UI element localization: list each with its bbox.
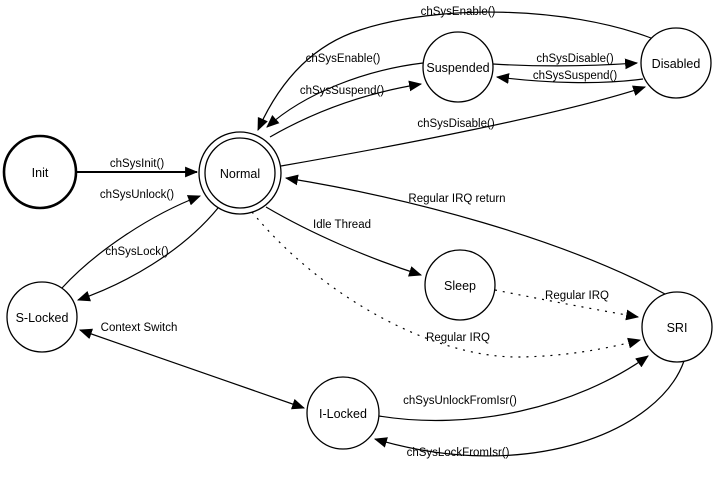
edge-label-chsyssuspend-right: chSysSuspend() (533, 70, 618, 82)
edge-label-chsysdisable-lower: chSysDisable() (417, 118, 494, 130)
edge-disabled-to-suspended (495, 73, 644, 84)
sri-circle (641, 291, 713, 363)
state-node-init: Init (2, 134, 78, 210)
edge-normal-to-slocked (76, 207, 219, 302)
edge-slocked-ilocked-context-switch (78, 328, 306, 410)
ilocked-label: I-Locked (319, 407, 367, 421)
suspended-label: Suspended (426, 61, 489, 75)
edge-sri-to-ilocked (373, 360, 685, 457)
edge-label-idle-thread: Idle Thread (313, 219, 371, 231)
init-circle (2, 134, 78, 210)
sleep-label: Sleep (444, 279, 476, 293)
edge-label-regular-irq-normal: Regular IRQ (426, 332, 490, 344)
edge-label-chsysunlockfromisr: chSysUnlockFromIsr() (403, 395, 517, 407)
edge-disabled-to-normal (257, 11, 652, 131)
edge-label-chsysenable-top: chSysEnable() (421, 6, 496, 18)
state-node-slocked: S-Locked (6, 281, 78, 353)
edge-normal-to-suspended (269, 80, 423, 138)
disabled-circle (640, 27, 712, 99)
ilocked-circle (306, 376, 380, 450)
edge-label-chsyssuspend-left: chSysSuspend() (300, 85, 385, 97)
edge-label-chsysinit: chSysInit() (110, 158, 164, 170)
disabled-label: Disabled (652, 57, 701, 71)
edge-normal-to-sleep (265, 206, 423, 277)
edge-normal-to-disabled (280, 85, 647, 167)
slocked-label: S-Locked (16, 311, 69, 325)
init-label: Init (32, 166, 49, 180)
sleep-circle (424, 249, 496, 321)
edge-label-regular-irq-return: Regular IRQ return (408, 193, 505, 205)
edge-label-chsyslockfromisr: chSysLockFromIsr() (407, 447, 510, 459)
edge-label-chsysenable: chSysEnable() (306, 53, 381, 65)
edge-ilocked-to-sri (378, 355, 649, 422)
edge-label-chsyslock: chSysLock() (105, 246, 168, 258)
edge-slocked-to-normal (61, 195, 202, 289)
nodes-layer: Init Normal Suspended Disabled S-Locked … (2, 27, 713, 450)
edge-sri-to-normal (284, 174, 666, 295)
edge-label-chsysdisable-top: chSysDisable() (536, 53, 613, 65)
edge-label-regular-irq-sleep: Regular IRQ (545, 290, 609, 302)
edge-suspended-to-disabled (492, 58, 639, 70)
normal-label: Normal (220, 167, 260, 181)
state-node-ilocked: I-Locked (306, 376, 380, 450)
edge-suspended-to-normal (266, 62, 424, 128)
normal-inner-circle (204, 137, 276, 209)
edge-label-chsysunlock: chSysUnlock() (100, 189, 174, 201)
state-node-sri: SRI (641, 291, 713, 363)
edge-sleep-to-sri (494, 289, 640, 321)
state-node-normal: Normal (198, 131, 282, 215)
slocked-circle (6, 281, 78, 353)
state-node-sleep: Sleep (424, 249, 496, 321)
state-node-suspended: Suspended (422, 31, 494, 103)
edges-layer: chSysInit() chSysEnable() chSysEnable() … (61, 6, 685, 459)
edge-label-context-switch: Context Switch (101, 322, 178, 334)
sri-label: SRI (667, 321, 688, 335)
suspended-circle (422, 31, 494, 103)
state-node-disabled: Disabled (640, 27, 712, 99)
